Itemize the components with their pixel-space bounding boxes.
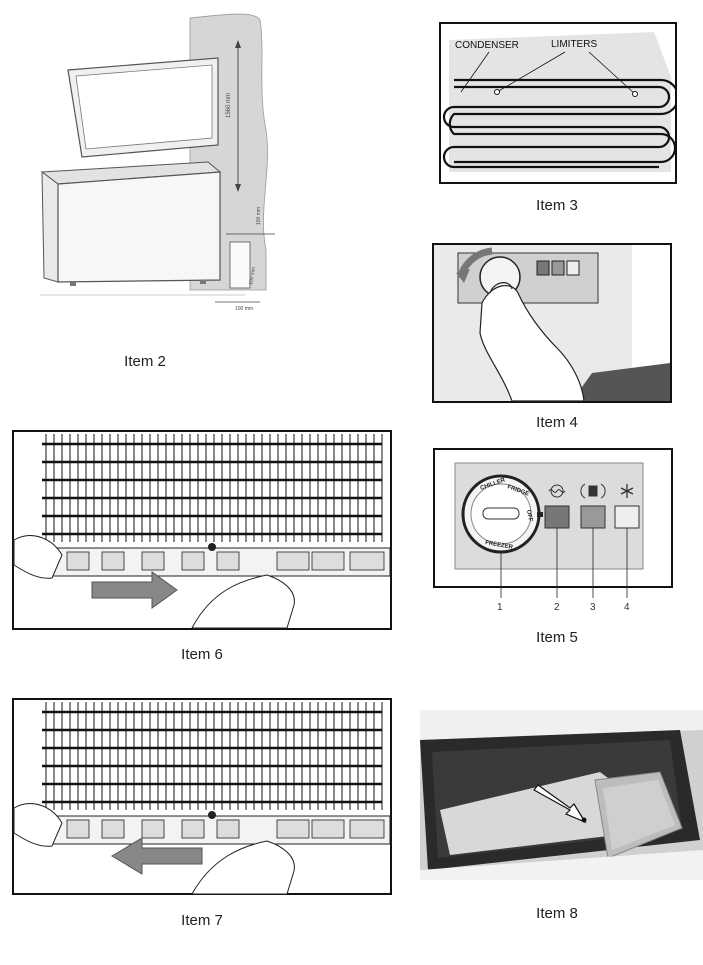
item2-freezer-illustration: 1560 mm 100 mm 100 mm 100 mm xyxy=(40,13,275,312)
item5-caption: Item 5 xyxy=(536,629,578,646)
item2-dim-side: 100 mm xyxy=(248,267,257,286)
item7-caption: Item 7 xyxy=(181,912,223,929)
item3-condenser-illustration: CONDENSER LIMITERS xyxy=(439,22,677,184)
item6-drip-tray-illustration xyxy=(12,430,392,630)
callout-4: 4 xyxy=(624,602,630,613)
alarm-indicator-light xyxy=(580,505,606,529)
item2-caption: Item 2 xyxy=(124,353,166,370)
item2-dim-top: 100 mm xyxy=(256,207,262,225)
item7-drip-tray-illustration xyxy=(12,698,392,895)
knob-label-freezer: FREEZER xyxy=(485,540,514,551)
item6-caption: Item 6 xyxy=(181,646,223,663)
alarm-icon xyxy=(580,483,606,499)
callout-2: 2 xyxy=(554,602,560,613)
item2-dim-bottom: 100 mm xyxy=(235,306,253,312)
item3-label-limiters: LIMITERS xyxy=(551,39,597,50)
item4-caption: Item 4 xyxy=(536,414,578,431)
item8-interior-illustration xyxy=(420,710,703,880)
knob-label-off: OFF xyxy=(525,509,533,522)
item3-caption: Item 3 xyxy=(536,197,578,214)
freezer-indicator-light xyxy=(614,505,640,529)
item2-dim-height: 1560 mm xyxy=(226,93,232,118)
item5-control-panel: CHILLER FRIDGE OFF FREEZER 1 2 3 4 xyxy=(433,448,673,613)
callout-3: 3 xyxy=(590,602,596,613)
item3-label-condenser: CONDENSER xyxy=(455,40,519,51)
drain-arrow-icon xyxy=(533,784,587,824)
item4-knob-hand-illustration xyxy=(432,243,672,403)
snowflake-icon xyxy=(620,484,634,498)
item8-caption: Item 8 xyxy=(536,905,578,922)
power-indicator-light xyxy=(544,505,570,529)
power-wave-icon xyxy=(548,484,566,498)
callout-1: 1 xyxy=(497,602,503,613)
